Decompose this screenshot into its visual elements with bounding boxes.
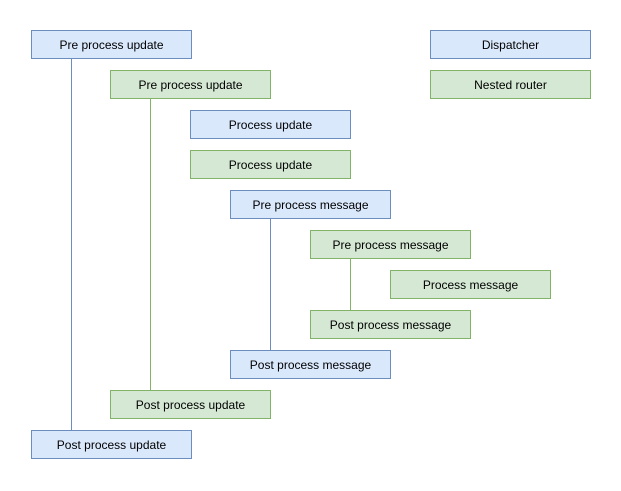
legend-item-nested-router: Nested router <box>430 70 591 99</box>
node-pre-process-message-dispatcher: Pre process message <box>230 190 391 219</box>
node-process-message-router: Process message <box>390 270 551 299</box>
node-process-update-dispatcher: Process update <box>190 110 351 139</box>
connector-pre-to-post-process-update-green <box>150 99 151 390</box>
node-pre-process-update-dispatcher: Pre process update <box>31 30 192 59</box>
node-pre-process-message-router: Pre process message <box>310 230 471 259</box>
node-label: Post process update <box>56 437 167 452</box>
node-label: Post process update <box>135 397 246 412</box>
node-process-update-router: Process update <box>190 150 351 179</box>
node-post-process-update-dispatcher: Post process update <box>31 430 192 459</box>
connector-pre-to-post-process-message-green <box>350 259 351 310</box>
connector-pre-to-post-process-message-blue <box>270 219 271 350</box>
node-post-process-message-router: Post process message <box>310 310 471 339</box>
node-label: Process update <box>228 117 313 132</box>
node-label: Process message <box>422 277 519 292</box>
node-post-process-message-dispatcher: Post process message <box>230 350 391 379</box>
node-label: Post process message <box>329 317 452 332</box>
node-label: Pre process message <box>332 237 449 252</box>
node-label: Pre process update <box>59 37 164 52</box>
node-post-process-update-router: Post process update <box>110 390 271 419</box>
legend-label: Dispatcher <box>481 37 540 52</box>
node-label: Pre process update <box>138 77 243 92</box>
node-pre-process-update-router: Pre process update <box>110 70 271 99</box>
node-label: Pre process message <box>252 197 369 212</box>
node-label: Process update <box>228 157 313 172</box>
legend-label: Nested router <box>474 77 547 92</box>
connector-pre-to-post-process-update-blue <box>71 59 72 430</box>
node-label: Post process message <box>249 357 372 372</box>
legend-item-dispatcher: Dispatcher <box>430 30 591 59</box>
